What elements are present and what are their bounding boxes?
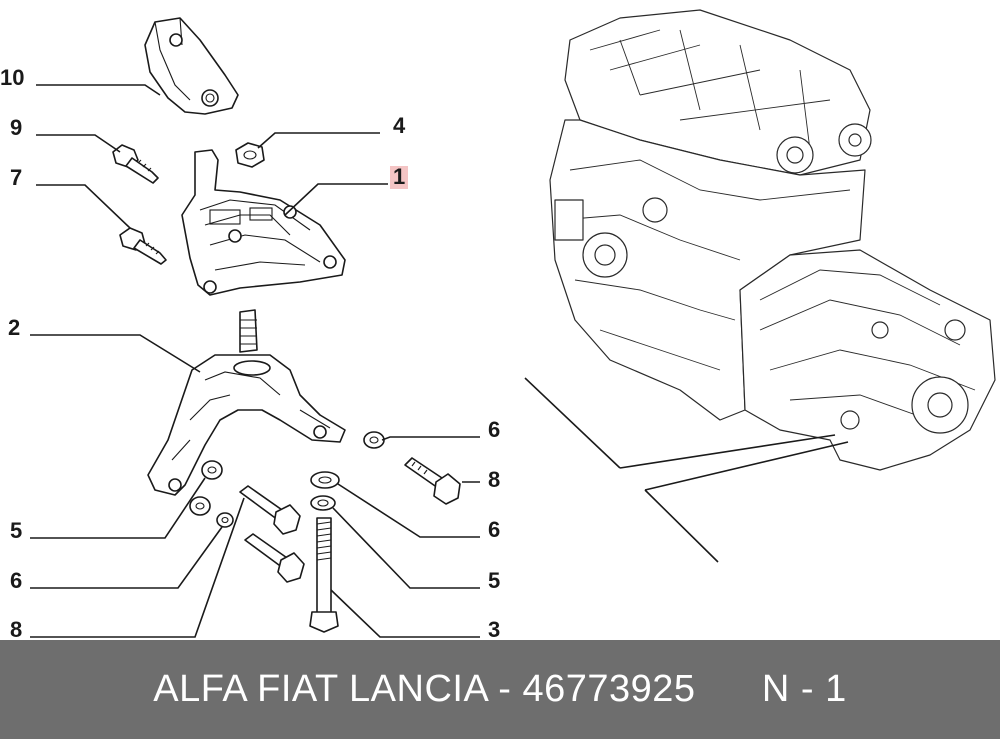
part-washer-6-right: [363, 431, 385, 449]
part-washer-5-left-upper: [201, 460, 223, 480]
part-washer-6-center: [310, 471, 340, 489]
leader-5b: [332, 507, 480, 589]
leader-10: [36, 84, 161, 96]
leader-6b: [30, 526, 223, 589]
part-washer-6-left: [216, 512, 234, 528]
leader-3: [330, 589, 480, 638]
engine-pointer-line-1: [524, 377, 621, 469]
leader-7: [36, 184, 131, 229]
parts-diagram: 10 9 7 4 1 2 6 8 5 6 6 5 8 3: [0, 9, 996, 640]
callout-7: 7: [10, 165, 22, 190]
callout-8b: 8: [10, 617, 22, 640]
callout-6a: 6: [488, 417, 500, 442]
leader-6c: [337, 483, 480, 538]
leader-2: [30, 334, 201, 373]
callout-2: 2: [8, 315, 20, 340]
callout-5b: 5: [488, 568, 500, 593]
callout-9: 9: [10, 115, 22, 140]
leader-6a: [381, 436, 480, 441]
callout-8a: 8: [488, 467, 500, 492]
callout-5a: 5: [10, 518, 22, 543]
part-nut-4: [235, 142, 265, 168]
engine-pointer-line-4: [644, 441, 849, 491]
leader-1: [284, 183, 388, 216]
callout-4: 4: [393, 113, 406, 138]
callout-3: 3: [488, 617, 500, 640]
callout-10: 10: [0, 65, 24, 90]
part-support-2: [147, 309, 346, 496]
callout-6b: 6: [10, 568, 22, 593]
part-washer-5-center: [310, 495, 336, 511]
part-number-banner: ALFA FIAT LANCIA - 46773925 N - 1: [0, 640, 1000, 739]
engine-pointer-line-2: [619, 434, 836, 469]
leader-9: [36, 134, 121, 153]
callout-1: 1: [393, 164, 405, 189]
part-bracket-10: [144, 17, 239, 115]
engine-gearbox-illustration: [549, 9, 996, 471]
part-bolt-8-right: [404, 457, 461, 505]
leader-4: [257, 132, 380, 149]
leader-8b: [30, 497, 245, 638]
callout-1-highlight: [390, 166, 408, 189]
leader-5a: [30, 477, 206, 539]
part-number-text: ALFA FIAT LANCIA - 46773925 N - 1: [153, 668, 847, 710]
part-mount-1: [181, 149, 346, 296]
part-bolt-8-left-lower: [244, 533, 305, 583]
callout-6c: 6: [488, 517, 500, 542]
part-bolt-8-left-upper: [239, 485, 301, 535]
engine-pointer-line-3: [644, 489, 719, 563]
part-washer-5-left: [189, 496, 211, 516]
part-bolt-3: [309, 517, 339, 633]
part-bolt-9: [112, 144, 159, 184]
part-bolt-7: [119, 227, 167, 265]
